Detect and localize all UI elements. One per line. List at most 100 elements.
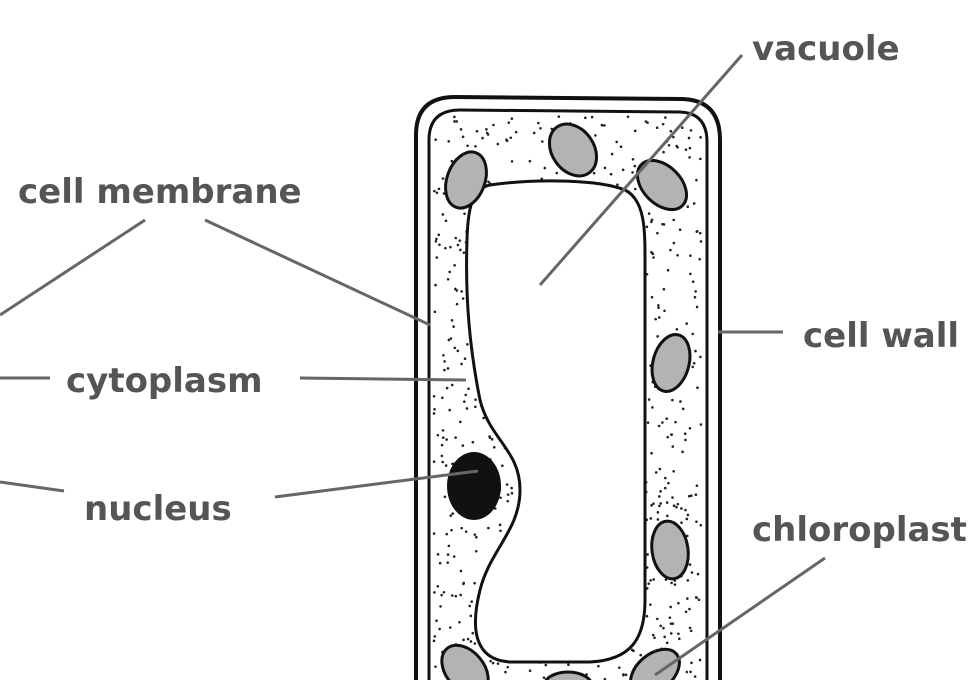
cytoplasm-dot [657, 495, 661, 498]
cytoplasm-dot [634, 187, 637, 191]
cytoplasm-dot [670, 433, 673, 436]
cytoplasm-dot [458, 620, 461, 624]
cytoplasm-dot [594, 134, 597, 137]
cytoplasm-dot [510, 117, 514, 120]
cytoplasm-dot [448, 408, 451, 412]
cytoplasm-dot [685, 670, 689, 674]
cytoplasm-dot [434, 138, 437, 141]
cytoplasm-dot [462, 251, 466, 254]
cytoplasm-dot [492, 445, 496, 449]
cytoplasm-dot [673, 583, 677, 586]
cytoplasm-dot [459, 420, 462, 424]
cytoplasm-dot [666, 435, 670, 439]
cytoplasm-dot [671, 398, 674, 402]
cytoplasm-dot [506, 665, 510, 669]
cytoplasm-dot [685, 517, 689, 521]
cytoplasm-dot [440, 593, 443, 597]
vacuole [465, 179, 647, 664]
cytoplasm-dot [507, 121, 511, 124]
cytoplasm-dot [447, 140, 451, 143]
cytoplasm-dot [461, 135, 465, 139]
cytoplasm-dot [621, 168, 625, 172]
cytoplasm-dot [650, 295, 654, 299]
cytoplasm-dot [680, 126, 684, 130]
cytoplasm-dot [597, 664, 600, 668]
cytoplasm-dot [665, 501, 669, 504]
cytoplasm-dot [460, 362, 463, 366]
cytoplasm-dot [433, 408, 436, 411]
cytoplasm-dot [680, 521, 683, 524]
cytoplasm-dot [486, 133, 490, 136]
cytoplasm-dot [675, 505, 678, 509]
cytoplasm-dot [691, 280, 695, 283]
cytoplasm-dot [649, 220, 653, 224]
cytoplasm-dot [443, 368, 446, 372]
cytoplasm-dot [650, 451, 653, 455]
cytoplasm-dot [686, 205, 690, 208]
nucleus-leader-left [0, 480, 65, 493]
cytoplasm-dot [461, 297, 465, 300]
cytoplasm-dot [438, 243, 441, 247]
cytoplasm-dot [471, 631, 475, 635]
cytoplasm-dot [647, 398, 651, 401]
cytoplasm-dot [681, 450, 684, 454]
cytoplasm-dot [450, 159, 454, 163]
cytoplasm-dot [448, 270, 452, 274]
cytoplasm-dot [448, 626, 452, 629]
cytoplasm-dot [567, 663, 570, 666]
cytoplasm-dot [499, 529, 502, 533]
cytoplasm-dot [688, 156, 691, 159]
cytoplasm-dot [463, 212, 466, 216]
cytoplasm-dot [447, 338, 451, 342]
cytoplasm-dot [626, 115, 630, 119]
cytoplasm-dot [454, 236, 458, 240]
cytoplasm-dot [659, 502, 662, 505]
cytoplasm-dot [441, 436, 445, 439]
cytoplasm-dot [699, 240, 703, 243]
cytoplasm-dot [557, 115, 561, 118]
cytoplasm-dot [442, 353, 445, 357]
label-cell-membrane: cell membrane [18, 172, 302, 212]
cytoplasm-dot [678, 637, 681, 641]
cytoplasm-dot [432, 394, 436, 398]
cytoplasm-dot [670, 581, 673, 585]
cytoplasm-dot [462, 582, 465, 586]
cytoplasm-dot [688, 563, 692, 566]
cytoplasm-dot [695, 484, 699, 487]
cytoplasm-dot [544, 663, 548, 667]
chloroplast [629, 647, 681, 680]
cytoplasm-dot [663, 486, 667, 490]
cytoplasm-dot [537, 121, 540, 125]
cytoplasm-dot [658, 467, 662, 471]
cytoplasm-dot [694, 596, 698, 599]
cytoplasm-dot [689, 254, 692, 257]
cytoplasm-dot [436, 553, 440, 556]
cytoplasm-dot [464, 393, 468, 397]
cytoplasm-dot [665, 417, 669, 420]
cytoplasm-dot [437, 233, 441, 237]
cytoplasm-dot [539, 127, 542, 130]
cytoplasm-dot [441, 213, 445, 216]
cytoplasm-dot [468, 604, 472, 608]
cytoplasm-dot [671, 622, 675, 625]
cytoplasm-dot [445, 532, 449, 536]
cytoplasm-dot [616, 183, 619, 187]
cytoplasm-dot [699, 355, 702, 359]
cytoplasm-dot [683, 432, 687, 436]
cytoplasm-dot [652, 256, 655, 259]
cytoplasm-dot [436, 433, 440, 437]
cytoplasm-dot [677, 632, 680, 636]
cytoplasm-dot [489, 659, 492, 663]
cytoplasm-dot [485, 128, 488, 131]
label-nucleus: nucleus [84, 489, 232, 529]
cytoplasm-dot [466, 343, 469, 346]
cytoplasm-dot [463, 400, 466, 403]
cytoplasm-dot [663, 635, 666, 639]
cytoplasm-dot [528, 159, 532, 163]
cytoplasm-dot [650, 218, 654, 222]
cytoplasm-dot [473, 642, 477, 645]
cytoplasm-dot [639, 653, 643, 657]
cytoplasm-dot [667, 481, 670, 485]
cytoplasm-dot [696, 572, 700, 576]
cytoplasm-dot [453, 287, 457, 291]
